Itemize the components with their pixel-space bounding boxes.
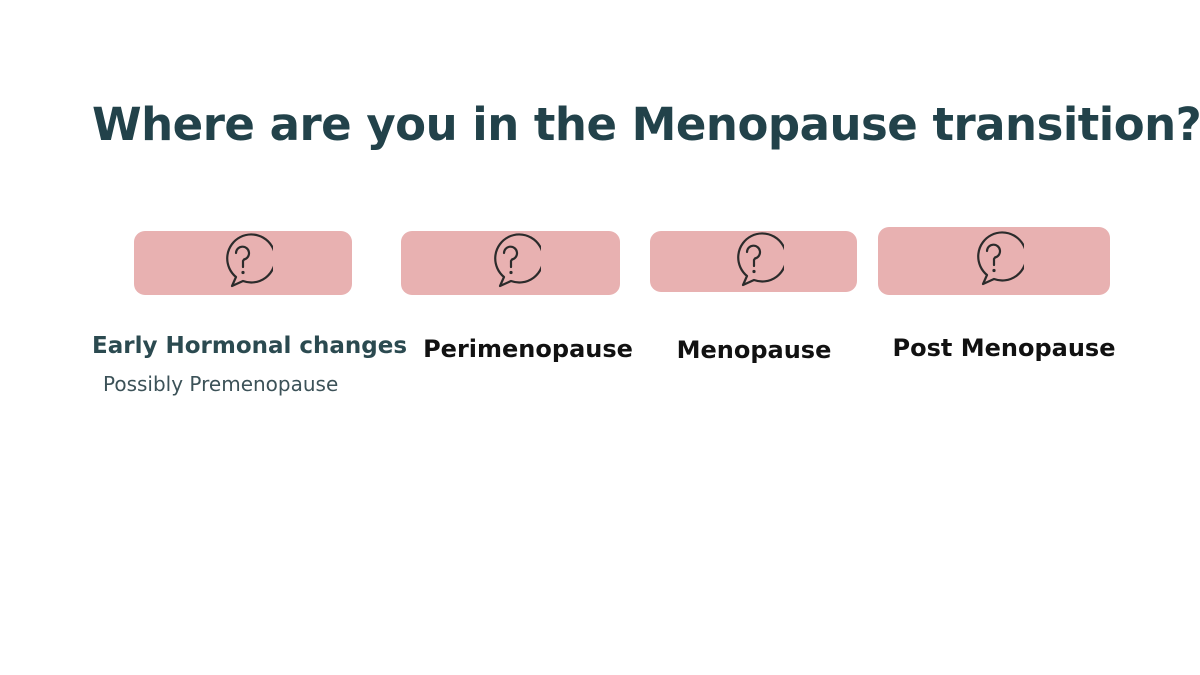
stage-card-post-menopause[interactable]: [878, 227, 1110, 295]
stage-label-perimenopause: Perimenopause: [423, 335, 633, 363]
stage-label-menopause: Menopause: [676, 336, 832, 364]
stage-label-post-menopause: Post Menopause: [892, 334, 1116, 362]
question-speech-bubble-icon: [481, 233, 541, 293]
question-speech-bubble-icon: [213, 233, 273, 293]
stage-card-early-hormonal-changes[interactable]: [134, 231, 352, 295]
stage-sublabel-possibly-premenopause: Possibly Premenopause: [103, 372, 339, 396]
page-title: Where are you in the Menopause transitio…: [92, 98, 1200, 151]
stage-card-menopause[interactable]: [650, 231, 857, 292]
question-speech-bubble-icon: [724, 231, 784, 292]
question-speech-bubble-icon: [964, 231, 1024, 291]
stage-card-perimenopause[interactable]: [401, 231, 620, 295]
stage-label-early-hormonal-changes: Early Hormonal changes: [92, 333, 408, 359]
